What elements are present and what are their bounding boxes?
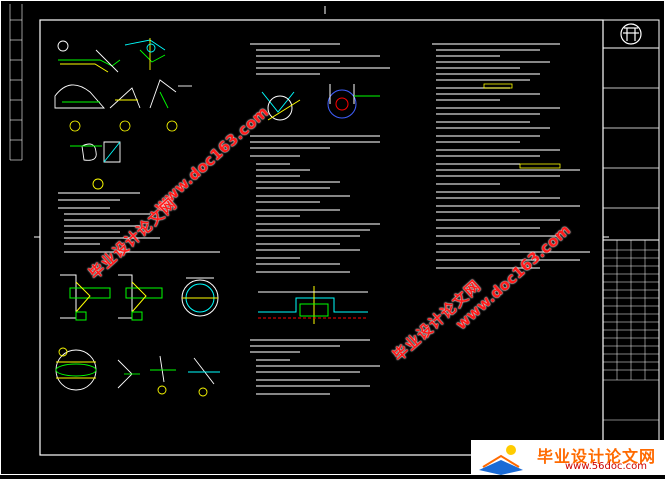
marker-labels-row2	[69, 120, 178, 132]
right-highlight-marks	[483, 83, 561, 169]
nozzle-detail	[261, 84, 380, 121]
logo-banner	[471, 440, 665, 475]
book-logo-icon	[479, 445, 523, 475]
notes-middle-top	[250, 43, 390, 75]
weld-detail-top-left	[57, 38, 166, 73]
pipe-joint-detail	[70, 141, 121, 190]
flange-sections	[60, 274, 219, 321]
foundation-section	[258, 286, 368, 324]
bottom-left-details	[55, 347, 220, 397]
company-emblem-icon	[620, 23, 642, 45]
notes-middle-bottom	[250, 339, 380, 395]
notes-middle-body	[250, 135, 380, 273]
notes-left-block	[58, 192, 220, 253]
weld-detail-row2	[54, 79, 192, 109]
title-block	[602, 19, 660, 456]
binding-margin	[9, 4, 23, 161]
logo-title: 毕业设计论文网	[537, 447, 657, 466]
logo-url[interactable]: www.56doc.com	[565, 461, 648, 472]
